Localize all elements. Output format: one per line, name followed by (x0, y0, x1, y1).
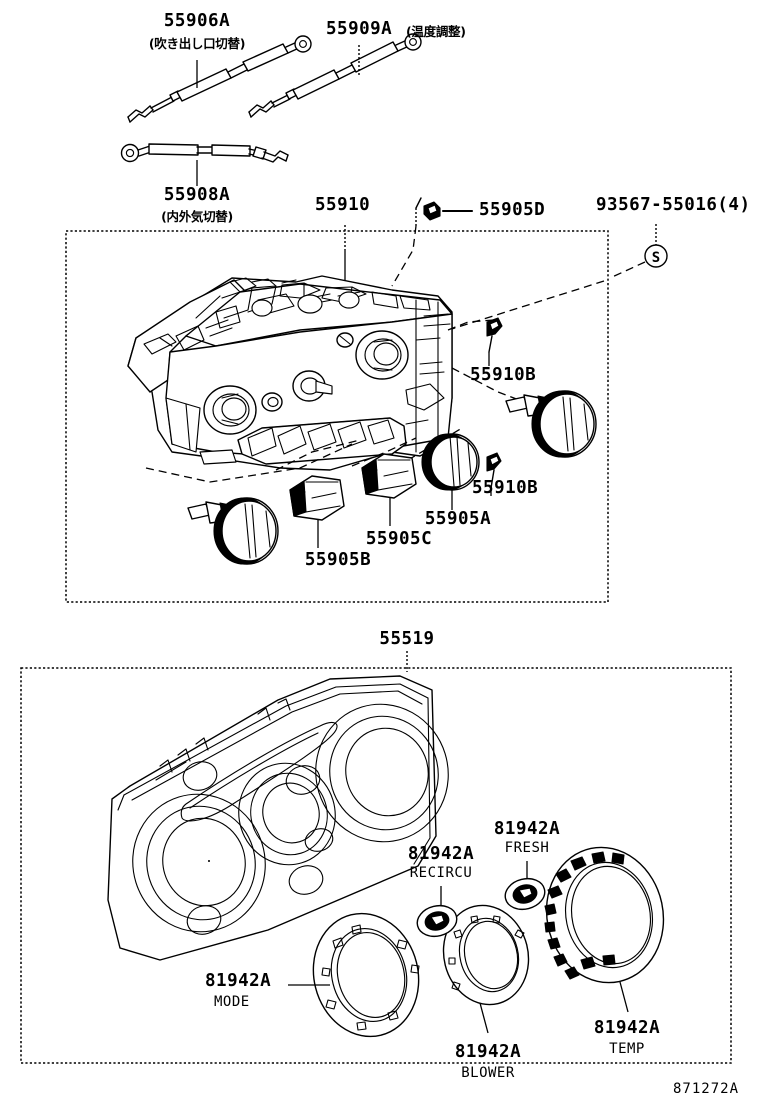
label-55906a-note: (吹き出し口切替) (148, 36, 246, 51)
cable-55906a (127, 35, 312, 123)
sheet-code: 871272A (673, 1081, 740, 1097)
ring-recirculation (416, 886, 458, 938)
heater-control-assembly-55910 (127, 275, 453, 471)
ring-temp (544, 846, 665, 1013)
label-93567-part-no: 93567-55016(4) (596, 195, 751, 215)
cable-55909a (248, 33, 422, 118)
path-knob-left (145, 443, 353, 483)
label-55905c: 55905C (365, 529, 433, 549)
upper-box-frame (65, 230, 609, 603)
label-55910-part-no: 55910 (315, 195, 371, 215)
label-81942a-fresh-function: FRESH (504, 840, 550, 856)
label-55910b-upper: 55910B (470, 365, 537, 385)
label-81942a-blower-part-no: 81942A (454, 1042, 522, 1062)
label-81942a-mode-part-no: 81942A (205, 971, 272, 991)
label-55908a-part-no: 55908A (163, 185, 231, 205)
label-55906a-part-no: 55906A (163, 11, 231, 31)
label-81942a-recirculation-function: RECIRCU (409, 865, 473, 881)
label-55905d-part-no: 55905D (479, 200, 546, 220)
label-55905a: 55905A (424, 509, 492, 529)
path-knob-c (351, 437, 417, 467)
cable-55908a (120, 143, 289, 163)
label-55908a-note: (内外気切替) (161, 209, 233, 224)
bezel-panel-55519 (107, 675, 449, 961)
knob-large-right (505, 390, 597, 458)
label-55909a-note: (温度調整) (406, 24, 466, 39)
knob-55905c (361, 453, 417, 526)
ring-blower (442, 904, 530, 1034)
knob-large-left (187, 497, 279, 565)
label-55909a-part-no: 55909A (326, 19, 393, 39)
knob-55905a (421, 433, 480, 510)
knob-55905b (289, 475, 345, 548)
label-81942a-fresh-part-no: 81942A (493, 819, 561, 839)
bulb-55910b-upper (447, 317, 503, 366)
path-knob-b (275, 439, 361, 471)
label-81942a-temp-part-no: 81942A (593, 1018, 661, 1038)
label-55905b: 55905B (304, 550, 372, 570)
label-81942a-temp-function: TEMP (609, 1041, 645, 1057)
svg-text:S: S (652, 250, 660, 266)
label-81942a-recirculation-part-no: 81942A (407, 844, 475, 864)
bulb-55910b-lower (486, 452, 502, 496)
ring-fresh (504, 861, 546, 911)
label-81942a-mode-function: MODE (214, 994, 250, 1010)
lower-box-frame (20, 667, 732, 1064)
label-55910b-lower: 55910B (472, 478, 539, 498)
label-81942a-blower-function: BLOWER (461, 1065, 515, 1081)
label-55519: 55519 (379, 629, 435, 649)
clip-55905d (391, 197, 474, 287)
ring-mode (288, 912, 420, 1038)
screw-93567: S (435, 224, 668, 335)
